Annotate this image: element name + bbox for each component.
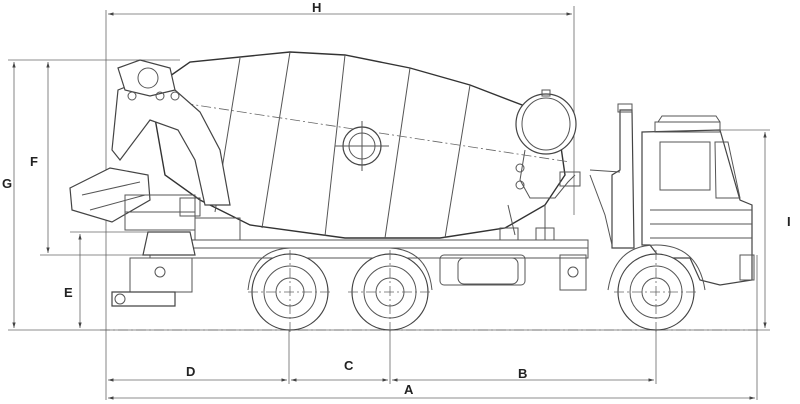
label-G: G (2, 176, 12, 191)
dimension-labels: H G F E I D C B A (2, 0, 791, 397)
label-A: A (404, 382, 414, 397)
label-D: D (186, 364, 195, 379)
mixer-drum (129, 51, 571, 239)
label-E: E (64, 285, 73, 300)
front-wheel (607, 244, 706, 334)
label-C: C (344, 358, 354, 373)
hopper-and-chute (69, 59, 241, 307)
label-I: I (787, 214, 791, 229)
label-H: H (312, 0, 321, 15)
wheels (247, 244, 706, 334)
rear-wheel-1 (248, 250, 332, 334)
water-tank (499, 89, 581, 241)
dimension-lines (12, 12, 767, 400)
label-F: F (30, 154, 38, 169)
rear-wheel-2 (348, 250, 432, 334)
label-B: B (518, 366, 527, 381)
cab-window (659, 141, 711, 191)
